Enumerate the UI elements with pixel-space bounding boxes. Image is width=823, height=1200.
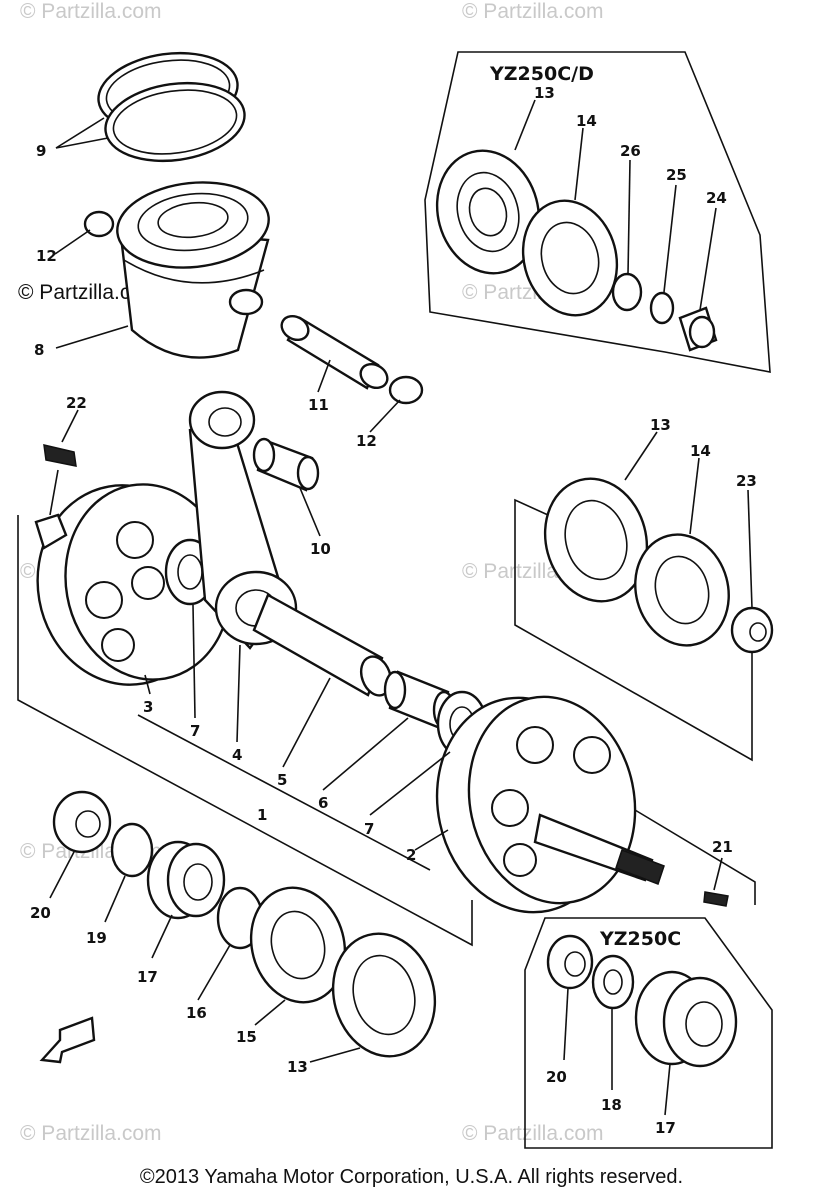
washer-18: [591, 954, 635, 1010]
collar-26: [611, 272, 643, 312]
model-label-yz250cd: YZ250C/D: [489, 63, 594, 85]
callout-15: 15: [236, 1028, 257, 1046]
woodruff-key: [43, 444, 77, 467]
watermark: © Partzilla.com: [462, 0, 604, 23]
callout-17: 17: [655, 1119, 676, 1137]
callout-9: 9: [36, 142, 46, 160]
callout-7: 7: [190, 722, 200, 740]
oil-seal-14-top: [521, 199, 619, 317]
yz250c-gear-box: [524, 917, 773, 1149]
piston-pin-clips: [83, 210, 424, 405]
watermark: © Partzilla.com: [462, 1122, 604, 1145]
crankshaft-assembly-outline: [17, 515, 473, 947]
callout-3: 3: [143, 698, 153, 716]
piston-rings: [97, 51, 246, 163]
circlip-19: [110, 822, 154, 878]
callout-11: 11: [308, 396, 329, 414]
callout-labels: 9 12 8 11 12 22 10 3 7 4 5 1 6 7 2 21 13…: [30, 84, 757, 1137]
piston-pin: [280, 314, 389, 390]
group-outlines: [17, 51, 773, 1149]
model-label-yz250c: YZ250C: [599, 928, 681, 950]
watermark: © Partzilla.com: [18, 281, 160, 304]
bearing-13-top: [435, 149, 541, 275]
callout-19: 19: [86, 929, 107, 947]
crankshaft-key: [703, 891, 729, 907]
bearing-group-outline-right: [514, 498, 753, 762]
gear-17-right: [634, 970, 738, 1068]
callout-22: 22: [66, 394, 87, 412]
connecting-rod: [188, 390, 298, 650]
callout-8: 8: [34, 341, 44, 359]
nut-23: [730, 606, 774, 654]
copyright-notice: ©2013 Yamaha Motor Corporation, U.S.A. A…: [139, 1166, 684, 1188]
callout-20: 20: [30, 904, 51, 922]
crank-wheel-left: [34, 483, 232, 686]
callout-25: 25: [666, 166, 687, 184]
piston: [116, 181, 270, 359]
callout-18: 18: [601, 1096, 622, 1114]
callout-1: 1: [257, 806, 267, 824]
callout-4: 4: [232, 746, 242, 764]
callout-12: 12: [356, 432, 377, 450]
nut-20-left: [52, 790, 112, 854]
watermark: © Partzilla.com: [20, 0, 162, 23]
callout-13: 13: [287, 1058, 308, 1076]
callout-6: 6: [318, 794, 328, 812]
callout-14: 14: [576, 112, 597, 130]
crank-pin: [252, 593, 393, 697]
circlip-25: [649, 291, 675, 325]
callout-14: 14: [690, 442, 711, 460]
bearing-13-bottom: [331, 932, 437, 1058]
callout-2: 2: [406, 846, 416, 864]
bearing-13-right: [543, 477, 649, 603]
gear-17-left: [146, 840, 226, 920]
callout-20: 20: [546, 1068, 567, 1086]
callout-13: 13: [650, 416, 671, 434]
callout-24: 24: [706, 189, 727, 207]
callout-16: 16: [186, 1004, 207, 1022]
callout-23: 23: [736, 472, 757, 490]
callout-5: 5: [277, 771, 287, 789]
forward-arrow-icon: [39, 1016, 96, 1064]
callout-17: 17: [137, 968, 158, 986]
small-end-bearing: [252, 437, 320, 492]
callout-12: 12: [36, 247, 57, 265]
callout-13: 13: [534, 84, 555, 102]
nut-20-right: [546, 934, 594, 990]
yz250cd-bearing-box: [424, 51, 771, 373]
spacer-24: [678, 306, 718, 352]
watermark: © Partzilla.com: [20, 1122, 162, 1145]
callout-10: 10: [310, 540, 331, 558]
leader-lines: [49, 99, 753, 1116]
callout-21: 21: [712, 838, 733, 856]
oil-seal-15: [249, 886, 347, 1004]
callout-7: 7: [364, 820, 374, 838]
crank-wheel-right: [435, 695, 665, 914]
oil-seal-14-right: [634, 533, 730, 647]
callout-26: 26: [620, 142, 641, 160]
